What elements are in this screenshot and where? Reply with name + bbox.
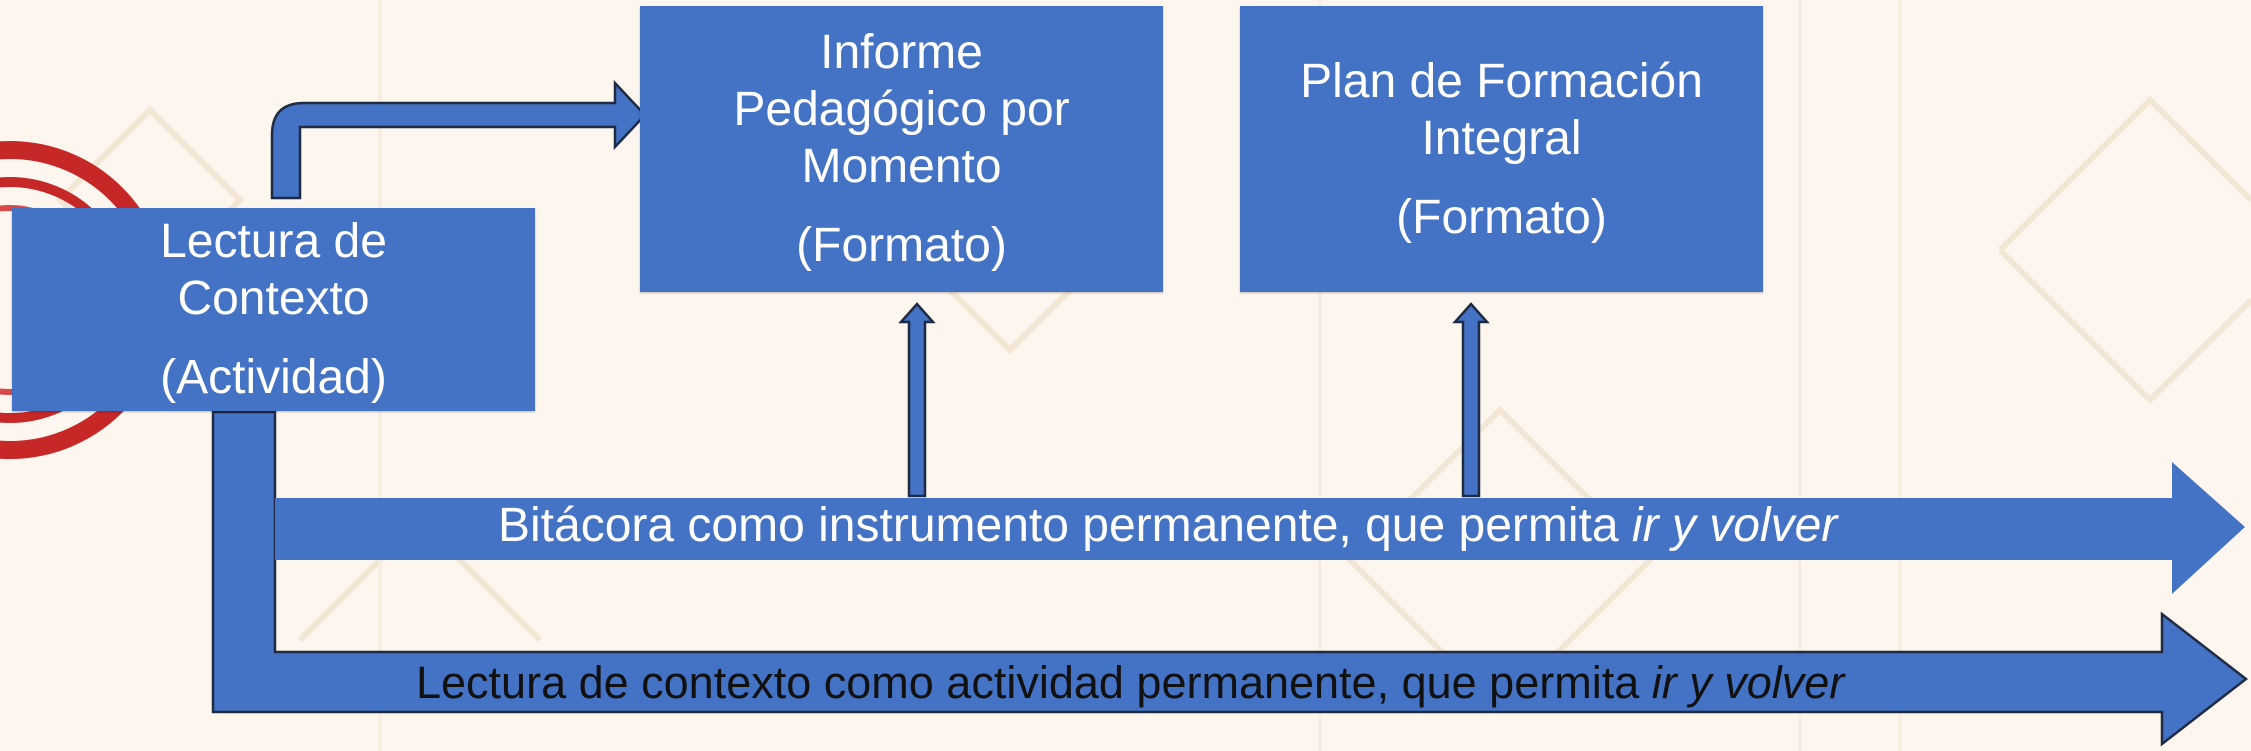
report-box-line-1: Informe: [820, 26, 983, 79]
context-arrow-label: Lectura de contexto como actividad perma…: [416, 655, 1844, 711]
up-arrow-to-plan: [1452, 302, 1490, 498]
plan-box-type: (Formato): [1396, 190, 1607, 244]
pedagogical-report-box: Informe Pedagógico por Momento (Formato): [640, 6, 1163, 292]
context-box-line-2: Contexto: [177, 272, 370, 325]
report-box-line-2: Pedagógico por: [733, 83, 1070, 136]
context-arrow-text: Lectura de contexto como actividad perma…: [416, 657, 1652, 708]
logbook-arrow: [275, 462, 2245, 594]
logbook-arrow-emphasis: ir y volver: [1631, 499, 1838, 552]
context-box-type: (Actividad): [160, 351, 387, 404]
plan-box-line-2: Integral: [1421, 111, 1582, 165]
context-reading-box: Lectura de Contexto (Actividad): [12, 208, 535, 411]
plan-box-line-1: Plan de Formación: [1300, 54, 1703, 108]
report-box-type: (Formato): [796, 219, 1007, 272]
up-arrow-to-report: [898, 302, 936, 498]
context-box-line-1: Lectura de: [160, 215, 387, 268]
logbook-arrow-label: Bitácora como instrumento permanente, qu…: [498, 498, 1837, 554]
context-arrow-emphasis: ir y volver: [1651, 657, 1845, 708]
training-plan-box: Plan de Formación Integral (Formato): [1240, 6, 1763, 292]
report-box-line-3: Momento: [801, 140, 1002, 193]
logbook-arrow-text: Bitácora como instrumento permanente, qu…: [498, 499, 1632, 552]
bent-arrow-to-report: [270, 79, 647, 200]
